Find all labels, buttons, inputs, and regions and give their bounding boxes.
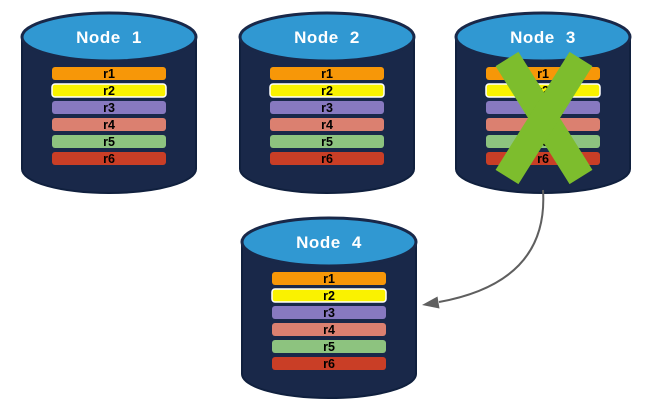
replica-label-r1: r1	[103, 67, 115, 81]
replica-label-r5: r5	[103, 135, 115, 149]
replica-stack: r1 r2 r3 r4 r5 r6	[269, 67, 385, 166]
replica-label-r5: r5	[321, 135, 333, 149]
replica-label-r6: r6	[103, 152, 115, 166]
replica-label-r4: r4	[321, 118, 333, 132]
replica-label-r3: r3	[323, 306, 335, 320]
replica-bar-r6	[52, 152, 166, 165]
replica-label-r1: r1	[323, 272, 335, 286]
cylinder-top	[240, 216, 418, 268]
replica-bar-r6	[270, 152, 384, 165]
replica-label-r1: r1	[321, 67, 333, 81]
replica-bar-r5	[272, 340, 386, 353]
node-title: Node 1	[76, 28, 142, 47]
replica-label-r3: r3	[103, 101, 115, 115]
replica-label-r5: r5	[323, 340, 335, 354]
replica-bar-r1	[272, 272, 386, 285]
replica-bar-r5	[52, 135, 166, 148]
replica-bar-r3	[52, 101, 166, 114]
replica-label-r2: r2	[103, 84, 115, 98]
replica-label-r4: r4	[323, 323, 335, 337]
replica-label-r6: r6	[321, 152, 333, 166]
cylinder-top	[238, 11, 416, 63]
replica-bar-r2	[271, 288, 387, 303]
replica-bar-r4	[52, 118, 166, 131]
replica-bar-r3	[270, 101, 384, 114]
replica-label-r1: r1	[537, 67, 549, 81]
replica-label-r4: r4	[103, 118, 115, 132]
failover-arrow-line	[438, 189, 545, 303]
node-title: Node 4	[296, 233, 362, 252]
replica-bar-r6	[272, 357, 386, 370]
replica-label-r3: r3	[321, 101, 333, 115]
cylinder-top	[20, 11, 198, 63]
replica-bar-r2	[269, 83, 385, 98]
node-2: r1 r2 r3 r4 r5 r6 Node 2	[238, 6, 418, 194]
replica-bar-r5	[270, 135, 384, 148]
replica-label-r6: r6	[323, 357, 335, 371]
node-title: Node 3	[510, 28, 576, 47]
replica-bar-r1	[52, 67, 166, 80]
node-3: r1 r2 r3 r4 r5 r6 Node 3	[454, 6, 634, 194]
cylinder-top	[454, 11, 632, 63]
replica-label-r2: r2	[537, 84, 549, 98]
replica-bar-r2	[51, 83, 167, 98]
replica-bar-r1	[270, 67, 384, 80]
replica-stack: r1 r2 r3 r4 r5 r6	[51, 67, 167, 166]
node-1: r1 r2 r3 r4 r5 r6 Node 1	[20, 6, 200, 194]
node-4: r1 r2 r3 r4 r5 r6 Node 4	[240, 211, 420, 399]
replica-label-r2: r2	[321, 84, 333, 98]
replica-stack: r1 r2 r3 r4 r5 r6	[271, 272, 387, 371]
node-title: Node 2	[294, 28, 360, 47]
replica-bar-r4	[272, 323, 386, 336]
failover-arrowhead	[422, 296, 440, 309]
failure-x-icon	[495, 51, 593, 185]
replica-label-r6: r6	[537, 152, 549, 166]
replica-label-r2: r2	[323, 289, 335, 303]
replica-bar-r4	[270, 118, 384, 131]
replica-bar-r3	[272, 306, 386, 319]
